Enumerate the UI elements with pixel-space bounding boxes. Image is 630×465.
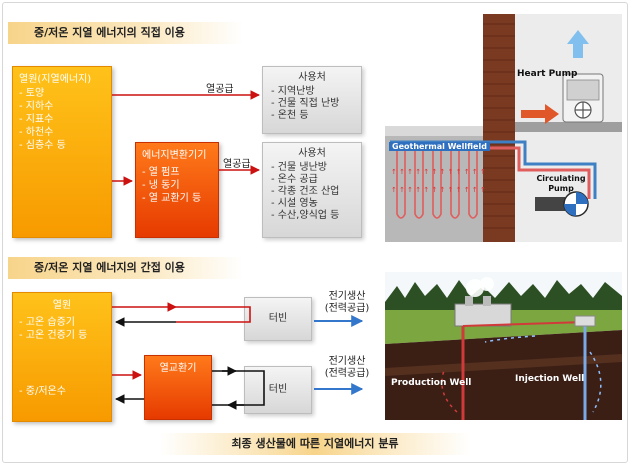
direct-user-list-2: - 건물 냉난방 - 온수 공급 - 각종 건조 산업 - 시설 영농 - 수산…	[271, 162, 353, 222]
direct-heat-source-head: 열원(지열에너지)	[19, 74, 92, 85]
svg-text:↑ ↑ ↑ ↑ ↑ ↑ ↑ ↑ ↑ ↑ ↑ ↑: ↑ ↑ ↑ ↑ ↑ ↑ ↑ ↑ ↑ ↑ ↑ ↑	[391, 186, 486, 194]
list-item: - 수산,양식업 등	[271, 210, 340, 221]
circulating-pump-label: Circulating Pump	[529, 174, 593, 194]
underground	[385, 330, 622, 420]
heat-supply-label-2: 열공급	[223, 159, 251, 170]
direct-user-head-1: 사용처	[298, 72, 326, 83]
diagram-caption: 최종 생산물에 따른 지열에너지 분류	[160, 433, 470, 455]
low-temp-water-label: - 중/저온수	[19, 386, 66, 397]
turbine-label-1: 터빈	[268, 313, 288, 324]
grass-surface	[385, 310, 622, 344]
diagram-caption-text: 최종 생산물에 따른 지열에너지 분류	[231, 437, 399, 450]
list-item: - 지하수	[19, 101, 54, 112]
indirect-use-title: 중/저온 지열 에너지의 간접 이용	[8, 257, 243, 279]
list-item: - 심층수 등	[19, 140, 66, 151]
power-production-text-1b: (전력공급)	[324, 303, 370, 314]
indirect-heat-source-head: 열원	[52, 300, 72, 311]
secondary-loop	[212, 370, 265, 406]
list-item: - 지역난방	[271, 86, 315, 97]
list-item: - 온수 공급	[271, 174, 318, 185]
list-item: - 시설 영농	[271, 198, 318, 209]
direct-user-box-2: 사용처 - 건물 냉난방 - 온수 공급 - 각종 건조 산업 - 시설 영농 …	[262, 142, 362, 238]
list-item: - 각종 건조 산업	[271, 186, 340, 197]
list-item: - 지표수	[19, 114, 54, 125]
power-production-text-2b: (전력공급)	[324, 368, 370, 379]
energy-converter-list: - 열 펌프 - 냉 동기 - 열 교환기 등	[142, 166, 212, 205]
power-production-text-2a: 전기생산	[328, 356, 366, 367]
direct-use-title: 중/저온 지열 에너지의 직접 이용	[8, 22, 243, 44]
steam-supply-line	[176, 306, 251, 323]
circulating-pump-text-2: Pump	[548, 184, 574, 193]
heat-exchanger-label: 열교환기	[159, 363, 197, 374]
direct-heat-source-list: - 토양 - 지하수 - 지표수 - 하천수 - 심층수 등	[19, 87, 105, 152]
indirect-use-title-text: 중/저온 지열 에너지의 간접 이용	[34, 261, 185, 274]
power-plant-scene	[385, 272, 622, 420]
tree-line	[385, 280, 622, 312]
heat-exchanger-box: 열교환기	[144, 355, 212, 420]
list-item: - 열 교환기 등	[142, 193, 202, 204]
list-item: - 냉 동기	[142, 180, 180, 191]
heat-supply-label-1: 열공급	[206, 84, 234, 95]
heat-pump-scene: ↑ ↑ ↑ ↑ ↑ ↑ ↑ ↑ ↑ ↑ ↑ ↑ ↑ ↑ ↑ ↑ ↑ ↑ ↑ ↑ …	[385, 14, 622, 242]
turbine-box-2: 터빈	[244, 366, 312, 414]
list-item: - 건물 직접 난방	[271, 98, 340, 109]
turbine-label-2: 터빈	[268, 384, 288, 395]
heat-pump-illustration: ↑ ↑ ↑ ↑ ↑ ↑ ↑ ↑ ↑ ↑ ↑ ↑ ↑ ↑ ↑ ↑ ↑ ↑ ↑ ↑ …	[385, 14, 622, 242]
cool-air-arrow-icon	[567, 30, 589, 58]
building-floor	[515, 122, 622, 132]
power-plant-illustration: Production Well Injection Well	[385, 272, 622, 420]
wellfield-label: Geothermal Wellfield	[389, 142, 490, 151]
list-item: - 고온 건증기 등	[19, 330, 88, 341]
list-item: - 하천수	[19, 127, 54, 138]
direct-heat-source-box: 열원(지열에너지) - 토양 - 지하수 - 지표수 - 하천수 - 심층수 등	[12, 66, 112, 238]
production-well-label: Production Well	[391, 378, 472, 388]
power-production-label-2: 전기생산 (전력공급)	[319, 356, 375, 380]
list-item: - 건물 냉난방	[271, 162, 327, 173]
heat-in-arrow-icon	[521, 104, 559, 124]
turbine-box-1: 터빈	[244, 297, 312, 341]
power-plant-building	[454, 303, 512, 327]
list-item: - 고온 습증기	[19, 317, 75, 328]
circulating-pump-text-1: Circulating	[536, 174, 586, 183]
heat-pump-label: Heart Pump	[517, 69, 578, 79]
direct-user-head-2: 사용처	[298, 148, 326, 159]
list-item: - 토양	[19, 88, 45, 99]
list-item: - 온천 등	[271, 110, 309, 121]
injection-well-label: Injection Well	[515, 374, 585, 384]
indirect-heat-source-box: 열원 - 고온 습증기 - 고온 건증기 등 - 중/저온수	[12, 292, 112, 422]
energy-converter-box: 에너지변환기기 - 열 펌프 - 냉 동기 - 열 교환기 등	[135, 142, 219, 238]
direct-user-box-1: 사용처 - 지역난방 - 건물 직접 난방 - 온천 등	[262, 66, 362, 134]
svg-text:↑ ↑ ↑ ↑ ↑ ↑ ↑ ↑ ↑ ↑ ↑ ↑: ↑ ↑ ↑ ↑ ↑ ↑ ↑ ↑ ↑ ↑ ↑ ↑	[391, 168, 486, 176]
energy-converter-head: 에너지변환기기	[142, 150, 207, 161]
steam-cloud	[466, 279, 484, 297]
surface-pipe	[462, 321, 586, 327]
direct-user-list-1: - 지역난방 - 건물 직접 난방 - 온천 등	[271, 86, 353, 122]
list-item: - 열 펌프	[142, 167, 180, 178]
power-production-text-1a: 전기생산	[328, 291, 366, 302]
indirect-heat-source-list: - 고온 습증기 - 고온 건증기 등	[19, 316, 105, 342]
direct-use-title-text: 중/저온 지열 에너지의 직접 이용	[34, 26, 185, 39]
power-production-label-1: 전기생산 (전력공급)	[319, 291, 375, 315]
